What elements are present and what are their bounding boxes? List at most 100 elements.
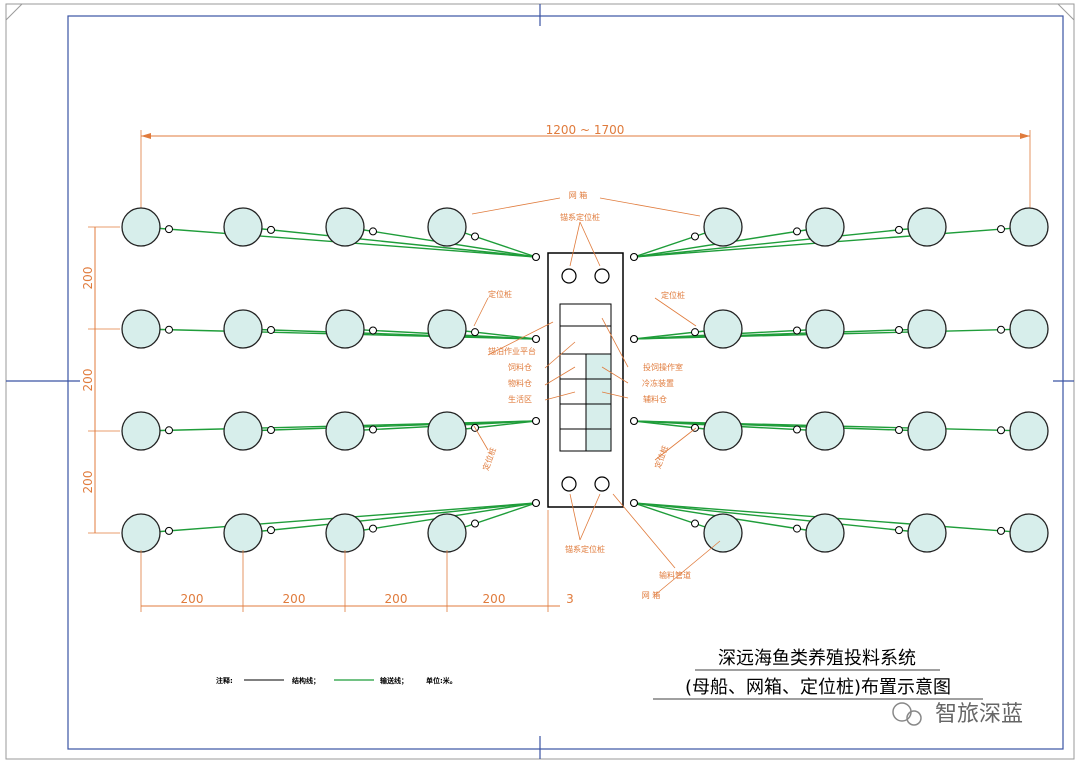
positioning-pile — [793, 524, 801, 533]
positioning-pile — [895, 325, 903, 334]
row-spacing-2: 200 — [81, 369, 95, 392]
net-cage — [703, 309, 743, 349]
anchor-pile-top-right — [594, 268, 610, 284]
label-feed-pipe: 输料管道 — [659, 570, 691, 580]
label-pile-1: 定位桩 — [488, 289, 512, 299]
feed-hub — [629, 334, 639, 344]
feed-hub — [531, 334, 541, 344]
net-cage — [805, 411, 845, 451]
net-cage — [121, 513, 161, 553]
positioning-pile — [691, 232, 699, 241]
label-left-3: 物料仓 — [508, 378, 532, 388]
net-cage — [427, 513, 467, 553]
label-left-1: 锚泊作业平台 — [488, 346, 536, 356]
net-cage — [703, 207, 743, 247]
net-cage — [805, 207, 845, 247]
positioning-pile — [267, 325, 275, 334]
cages — [121, 207, 1049, 553]
positioning-pile — [895, 526, 903, 535]
positioning-pile — [369, 524, 377, 533]
positioning-pile — [369, 425, 377, 434]
label-left-2: 饲料仓 — [508, 362, 532, 372]
net-cage — [1009, 309, 1049, 349]
row-spacing-dimension: 200 200 200 — [81, 226, 120, 534]
positioning-pile — [165, 325, 173, 334]
feed-line — [242, 226, 537, 258]
label-cage-bottom: 网 箱 — [642, 590, 661, 600]
net-cage — [325, 207, 365, 247]
corner-mark-tl — [5, 3, 23, 21]
net-cage — [703, 513, 743, 553]
net-cage — [121, 207, 161, 247]
net-cage — [121, 309, 161, 349]
column-spacing-dimension: 200 200 200 200 3 — [140, 510, 574, 612]
connectors — [165, 225, 1005, 535]
positioning-pile — [471, 232, 479, 241]
positioning-pile — [691, 519, 699, 528]
label-anchor-top: 锚系定位桩 — [560, 212, 600, 222]
col-spacing-3: 200 — [385, 592, 408, 606]
diagram-title: 深远海鱼类养殖投料系统 (母船、网箱、定位桩)布置示意图 — [653, 647, 983, 700]
net-cage — [223, 207, 263, 247]
positioning-pile — [895, 225, 903, 234]
leader-lines — [471, 197, 721, 596]
title-line-1: 深远海鱼类养殖投料系统 — [718, 647, 916, 669]
label-pile-3: 定位桩 — [480, 446, 498, 472]
net-cage — [703, 411, 743, 451]
watermark: 智旅深蓝 — [892, 702, 1023, 727]
positioning-pile — [369, 227, 377, 236]
corner-mark-tr — [1057, 3, 1075, 21]
ship-gap-label: 3 — [566, 592, 574, 606]
feed-hub — [629, 416, 639, 426]
mother-ship — [547, 252, 624, 508]
feed-hub — [629, 252, 639, 262]
anchor-pile-bottom-right — [594, 476, 610, 492]
legend-structure-label: 结构线； — [291, 676, 320, 685]
net-cage — [907, 411, 947, 451]
label-cage-top: 网 箱 — [569, 190, 588, 200]
legend-note: 注释: — [216, 676, 233, 685]
net-cage — [907, 513, 947, 553]
net-cage — [325, 411, 365, 451]
label-anchor-bottom: 锚系定位桩 — [565, 544, 605, 554]
positioning-pile — [267, 426, 275, 435]
positioning-pile — [997, 526, 1005, 535]
net-cage — [805, 309, 845, 349]
row-spacing-1: 200 — [81, 267, 95, 290]
feed-hub — [531, 498, 541, 508]
positioning-pile — [793, 326, 801, 335]
label-pile-2: 定位桩 — [661, 290, 685, 300]
net-cage — [427, 309, 467, 349]
feed-line — [633, 502, 928, 534]
inner-border — [67, 15, 1064, 750]
label-right-3: 辅料仓 — [643, 394, 667, 404]
legend: 注释: 结构线； 输送线； 单位:米。 — [216, 676, 457, 685]
col-spacing-4: 200 — [483, 592, 506, 606]
net-cage — [325, 309, 365, 349]
positioning-pile — [267, 225, 275, 234]
feed-line — [242, 328, 537, 340]
feed-hub — [531, 416, 541, 426]
positioning-pile — [793, 227, 801, 236]
positioning-pile — [165, 526, 173, 535]
net-cage — [1009, 411, 1049, 451]
positioning-pile — [997, 325, 1005, 334]
label-pile-4: 定位桩 — [652, 444, 670, 470]
legend-feed-label: 输送线； — [380, 676, 408, 685]
feed-line — [242, 420, 537, 432]
net-cage — [325, 513, 365, 553]
positioning-pile — [895, 426, 903, 435]
outer-border — [5, 3, 1075, 760]
col-spacing-1: 200 — [181, 592, 204, 606]
feed-line — [633, 226, 928, 258]
net-cage — [427, 411, 467, 451]
net-cage — [1009, 207, 1049, 247]
label-right-2: 冷冻装置 — [642, 378, 674, 388]
net-cage — [1009, 513, 1049, 553]
net-cage — [907, 207, 947, 247]
net-cage — [427, 207, 467, 247]
positioning-pile — [691, 328, 699, 337]
feed-line — [242, 502, 537, 534]
feed-hub — [531, 252, 541, 262]
